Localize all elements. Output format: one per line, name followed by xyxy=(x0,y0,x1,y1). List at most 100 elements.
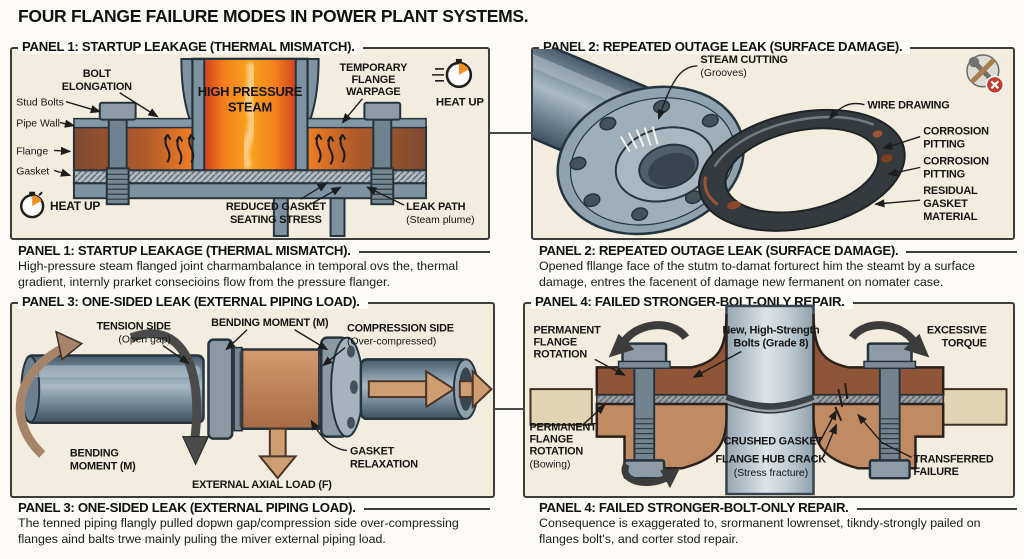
panel-2-box: PANEL 2: REPEATED OUTAGE LEAK (SURFACE D… xyxy=(531,39,1015,240)
caption-rule xyxy=(906,250,1017,253)
panel-1-box: PANEL 1: STARTUP LEAKAGE (THERMAL MISMAT… xyxy=(10,39,490,240)
svg-text:ELONGATION: ELONGATION xyxy=(62,81,132,93)
panel-4-caption-body: Consequence is exaggerated to, srormanen… xyxy=(539,516,981,546)
panel-1-diagram: BOLT ELONGATION Stud Bolts Pipe Wall Fla… xyxy=(16,57,485,238)
bending-moment-arrow-dark xyxy=(129,329,210,466)
label-crushed-gasket: CRUSHED GASKET xyxy=(723,436,823,448)
panel-connector-bottom xyxy=(494,408,525,410)
panel-2-diagram: STEAM CUTTING (Grooves) WIRE DRAWING COR… xyxy=(533,49,1005,236)
hub-crack-marks xyxy=(834,383,849,422)
axial-load-arrow-right-2 xyxy=(458,368,493,410)
damaged-gasket-ring xyxy=(698,108,906,232)
label-external-axial-load: EXTERNAL AXIAL LOAD (F) xyxy=(192,479,332,491)
label-excessive-torque: EXCESSIVE xyxy=(927,325,987,337)
label-flange-hub-crack: FLANGE HUB CRACK xyxy=(716,453,827,465)
svg-text:FLANGE: FLANGE xyxy=(529,434,573,446)
label-permanent-rotation-bottom: PERMANENT xyxy=(529,422,597,434)
page-title: FOUR FLANGE FAILURE MODES IN POWER PLANT… xyxy=(18,6,529,26)
svg-text:PITTING: PITTING xyxy=(923,168,965,180)
panel-3-box: PANEL 3: ONE-SIDED LEAK (EXTERNAL PIPING… xyxy=(10,294,495,498)
svg-text:STEAM: STEAM xyxy=(228,100,272,115)
gasket-strip xyxy=(72,169,428,185)
flange-joint-cross-section xyxy=(72,57,428,238)
label-flange: Flange xyxy=(16,146,48,157)
stopwatch-icon xyxy=(432,58,473,89)
label-tension-side: TENSION SIDE xyxy=(96,321,170,333)
label-corrosion-pitting-2: CORROSION xyxy=(923,155,989,167)
steam-plume xyxy=(240,62,258,169)
svg-text:FLANGE: FLANGE xyxy=(351,74,395,86)
panel-1-header: PANEL 1: STARTUP LEAKAGE (THERMAL MISMAT… xyxy=(18,39,363,54)
label-gasket: Gasket xyxy=(16,166,49,177)
panel-2-header: PANEL 2: REPEATED OUTAGE LEAK (SURFACE D… xyxy=(539,39,911,54)
label-new-bolts: New, High-Strength xyxy=(723,325,820,337)
panel-4-caption: PANEL 4: FAILED STRONGER-BOLT-ONLY REPAI… xyxy=(539,500,1017,547)
bending-moment-arrow-tan xyxy=(15,330,84,458)
caption-rule xyxy=(358,250,490,253)
label-heat-up-left: HEAT UP xyxy=(50,199,100,213)
rotation-arrow-top-left xyxy=(608,321,690,358)
svg-text:ROTATION: ROTATION xyxy=(533,348,587,360)
svg-text:(Stress fracture): (Stress fracture) xyxy=(734,468,808,479)
panel-4-box: PANEL 4: FAILED STRONGER-BOLT-ONLY REPAI… xyxy=(523,294,1015,498)
panel-2-caption: PANEL 2: REPEATED OUTAGE LEAK (SURFACE D… xyxy=(539,243,1017,290)
left-pipe-stub xyxy=(529,388,593,426)
label-high-pressure-steam: HIGH PRESSURE xyxy=(198,84,303,99)
panel-3-caption: PANEL 3: ONE-SIDED LEAK (EXTERNAL PIPING… xyxy=(18,500,490,547)
right-pipe-stub xyxy=(942,388,1008,426)
svg-text:(Grooves): (Grooves) xyxy=(700,68,746,79)
label-steam-cutting: STEAM CUTTING xyxy=(700,54,787,66)
label-wire-drawing: WIRE DRAWING xyxy=(868,100,950,112)
steam-cutting-grooves xyxy=(619,126,659,152)
left-pipe xyxy=(20,354,205,425)
rotation-arrow-top-right xyxy=(848,321,930,358)
svg-text:TORQUE: TORQUE xyxy=(942,338,987,350)
label-bending-moment-top: BENDING MOMENT (M) xyxy=(211,317,329,329)
label-gasket-relaxation: GASKET xyxy=(350,445,395,457)
label-bolt-elongation: BOLT xyxy=(83,68,112,80)
panel-3-caption-title: PANEL 3: ONE-SIDED LEAK (EXTERNAL PIPING… xyxy=(18,500,356,515)
bolt-left xyxy=(617,342,671,480)
label-pipe-wall: Pipe Wall xyxy=(16,119,60,130)
svg-text:(Over-compressed): (Over-compressed) xyxy=(347,337,436,348)
red-x-badge-icon xyxy=(985,75,1005,95)
label-residual-gasket: RESIDUAL xyxy=(923,185,978,197)
panel-3-caption-body: The tenned piping flangly pulled dopwn g… xyxy=(18,516,459,546)
panel-1-caption: PANEL 1: STARTUP LEAKAGE (THERMAL MISMAT… xyxy=(18,243,490,290)
label-heat-up-right: HEAT UP xyxy=(436,97,484,109)
svg-text:ROTATION: ROTATION xyxy=(529,445,583,457)
label-permanent-rotation-top: PERMANENT xyxy=(533,325,601,337)
rotation-arrow-bottom-left xyxy=(621,462,680,489)
panel-1-caption-body: High-pressure steam flanged joint charma… xyxy=(18,259,459,289)
svg-text:MOMENT (M): MOMENT (M) xyxy=(70,460,136,472)
label-stud-bolts: Stud Bolts xyxy=(16,98,64,109)
svg-text:GASKET: GASKET xyxy=(923,198,968,210)
label-temporary-flange-warpage: TEMPORARY xyxy=(340,62,409,74)
caption-rule xyxy=(363,507,490,510)
stud-bolt-right xyxy=(363,101,402,206)
svg-text:FAILURE: FAILURE xyxy=(913,466,958,478)
panel-1-caption-title: PANEL 1: STARTUP LEAKAGE (THERMAL MISMAT… xyxy=(18,243,351,258)
axial-load-arrow-right-1 xyxy=(367,369,456,409)
svg-text:PITTING: PITTING xyxy=(923,138,965,150)
axial-load-arrow-down xyxy=(257,427,298,480)
svg-text:FLANGE: FLANGE xyxy=(533,337,577,349)
panel-3-diagram: TENSION SIDE (Open gap) BENDING MOMENT (… xyxy=(15,317,493,491)
label-bending-moment-bottom: BENDING xyxy=(70,447,119,459)
stopwatch-icon xyxy=(20,191,45,219)
svg-text:SEATING STRESS: SEATING STRESS xyxy=(230,214,322,226)
label-compression-side: COMPRESSION SIDE xyxy=(347,323,454,335)
svg-text:MATERIAL: MATERIAL xyxy=(923,211,978,223)
panel-3-header: PANEL 3: ONE-SIDED LEAK (EXTERNAL PIPING… xyxy=(18,294,368,309)
panel-4-diagram: PERMANENT FLANGE ROTATION New, High-Stre… xyxy=(529,304,1008,496)
bolt-right xyxy=(863,342,917,480)
svg-text:(Steam plume): (Steam plume) xyxy=(406,215,474,226)
svg-text:(Bowing): (Bowing) xyxy=(529,459,570,470)
label-reduced-gasket: REDUCED GASKET xyxy=(226,201,326,213)
label-leak-path: LEAK PATH xyxy=(406,201,465,213)
svg-text:WARPAGE: WARPAGE xyxy=(346,86,400,98)
flange-face xyxy=(556,85,745,236)
label-corrosion-pitting-1: CORROSION xyxy=(923,126,989,138)
panel-4-caption-title: PANEL 4: FAILED STRONGER-BOLT-ONLY REPAI… xyxy=(539,500,849,515)
